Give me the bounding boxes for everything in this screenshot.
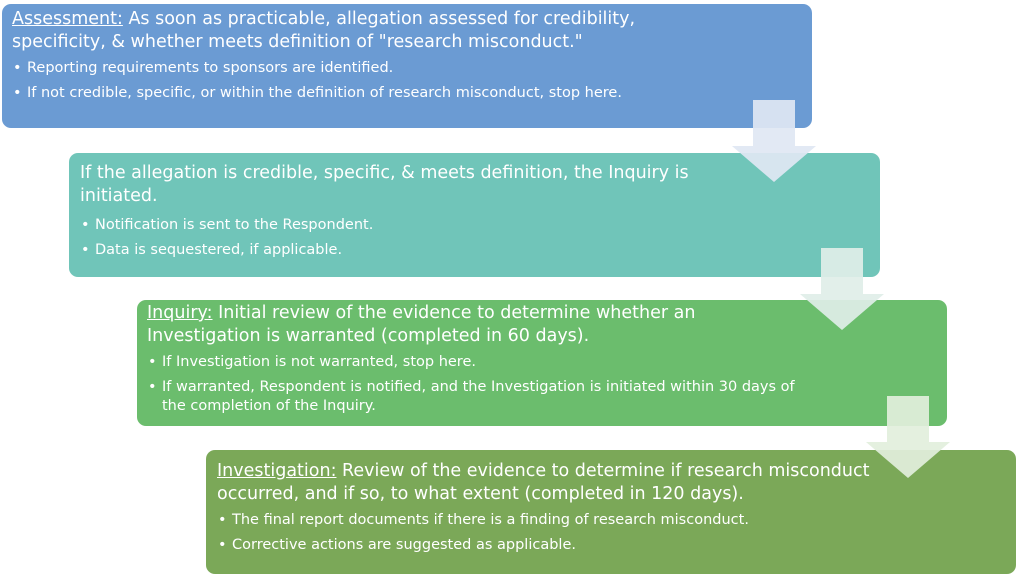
step-investigation: Investigation: Review of the evidence to… [206, 450, 1016, 574]
step-text: Initial review of the evidence to determ… [147, 303, 696, 346]
bullet-list: Reporting requirements to sponsors are i… [12, 59, 652, 103]
bullet-item: Reporting requirements to sponsors are i… [12, 59, 652, 78]
step-heading: Inquiry: Initial review of the evidence … [147, 302, 747, 348]
down-arrow-icon [800, 248, 884, 330]
bullet-item: Corrective actions are suggested as appl… [217, 536, 1006, 555]
step-label: Inquiry: [147, 303, 213, 323]
step-text: Review of the evidence to determine if r… [217, 461, 870, 504]
bullet-item: If Investigation is not warranted, stop … [147, 353, 807, 372]
step-inquiry: Inquiry: Initial review of the evidence … [137, 300, 947, 426]
bullet-list: The final report documents if there is a… [217, 511, 1006, 555]
bullet-list: Notification is sent to the Respondent. … [80, 216, 869, 260]
step-inquiry-initiation: If the allegation is credible, specific,… [69, 153, 880, 277]
step-heading: Assessment: As soon as practicable, alle… [12, 8, 712, 54]
bullet-item: The final report documents if there is a… [217, 511, 1006, 530]
step-heading: Investigation: Review of the evidence to… [217, 460, 877, 506]
bullet-item: Notification is sent to the Respondent. [80, 216, 869, 235]
bullet-item: Data is sequestered, if applicable. [80, 241, 869, 260]
bullet-list: If Investigation is not warranted, stop … [147, 353, 807, 416]
bullet-item: If warranted, Respondent is notified, an… [147, 378, 807, 416]
down-arrow-icon [732, 100, 816, 182]
step-text: As soon as practicable, allegation asses… [12, 9, 636, 52]
step-label: Investigation: [217, 461, 337, 481]
step-assessment: Assessment: As soon as practicable, alle… [2, 4, 812, 128]
step-label: Assessment: [12, 9, 123, 29]
step-heading: If the allegation is credible, specific,… [80, 162, 730, 208]
down-arrow-icon [866, 396, 950, 478]
bullet-item: If not credible, specific, or within the… [12, 84, 652, 103]
step-text: If the allegation is credible, specific,… [80, 163, 689, 206]
